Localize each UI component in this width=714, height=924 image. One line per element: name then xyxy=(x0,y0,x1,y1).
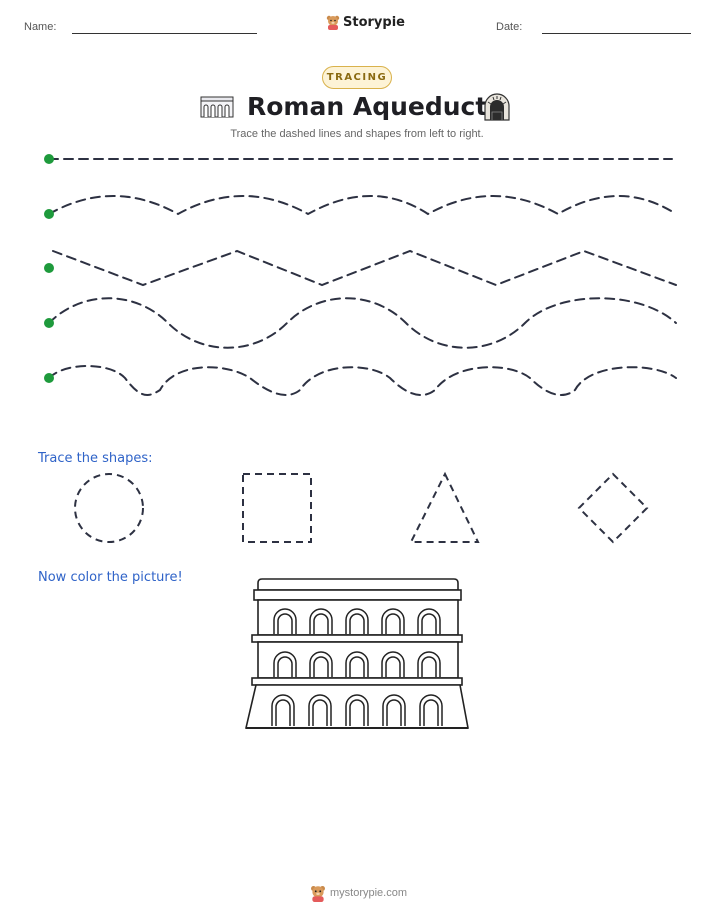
shapes-heading: Trace the shapes: xyxy=(38,451,153,466)
worksheet-title: Roman Aqueducts xyxy=(247,92,503,121)
footer: mystorypie.com xyxy=(310,884,407,902)
trace-square xyxy=(242,473,312,543)
start-dot xyxy=(44,263,54,273)
name-label: Name: xyxy=(24,21,57,33)
brand-logo: Storypie xyxy=(326,14,405,30)
category-badge: TRACING xyxy=(322,66,392,89)
name-line[interactable] xyxy=(72,33,257,34)
trace-line-arcs xyxy=(48,195,677,216)
bear-mascot-icon xyxy=(311,886,325,902)
stone-arch-icon xyxy=(484,93,510,121)
start-dot xyxy=(44,318,54,328)
trace-line-bumps xyxy=(48,365,677,396)
trace-line-zigzag xyxy=(52,249,677,287)
start-dot xyxy=(44,373,54,383)
tracing-shapes[interactable] xyxy=(0,465,714,555)
trace-line-wave xyxy=(48,297,677,349)
instructions-text: Trace the dashed lines and shapes from l… xyxy=(230,128,484,140)
date-label: Date: xyxy=(496,21,523,33)
aqueduct-icon xyxy=(200,96,234,118)
trace-diamond xyxy=(577,472,649,544)
color-heading: Now color the picture! xyxy=(38,570,183,585)
start-dot xyxy=(44,209,54,219)
start-dot xyxy=(44,154,54,164)
trace-circle xyxy=(74,473,144,543)
colosseum-coloring-picture[interactable] xyxy=(240,575,476,735)
bear-mascot-icon xyxy=(326,15,340,30)
trace-triangle xyxy=(409,471,480,543)
footer-url[interactable]: mystorypie.com xyxy=(330,887,408,899)
brand-name: Storypie xyxy=(343,14,405,30)
tracing-lines[interactable] xyxy=(0,0,714,420)
date-line[interactable] xyxy=(542,33,691,34)
